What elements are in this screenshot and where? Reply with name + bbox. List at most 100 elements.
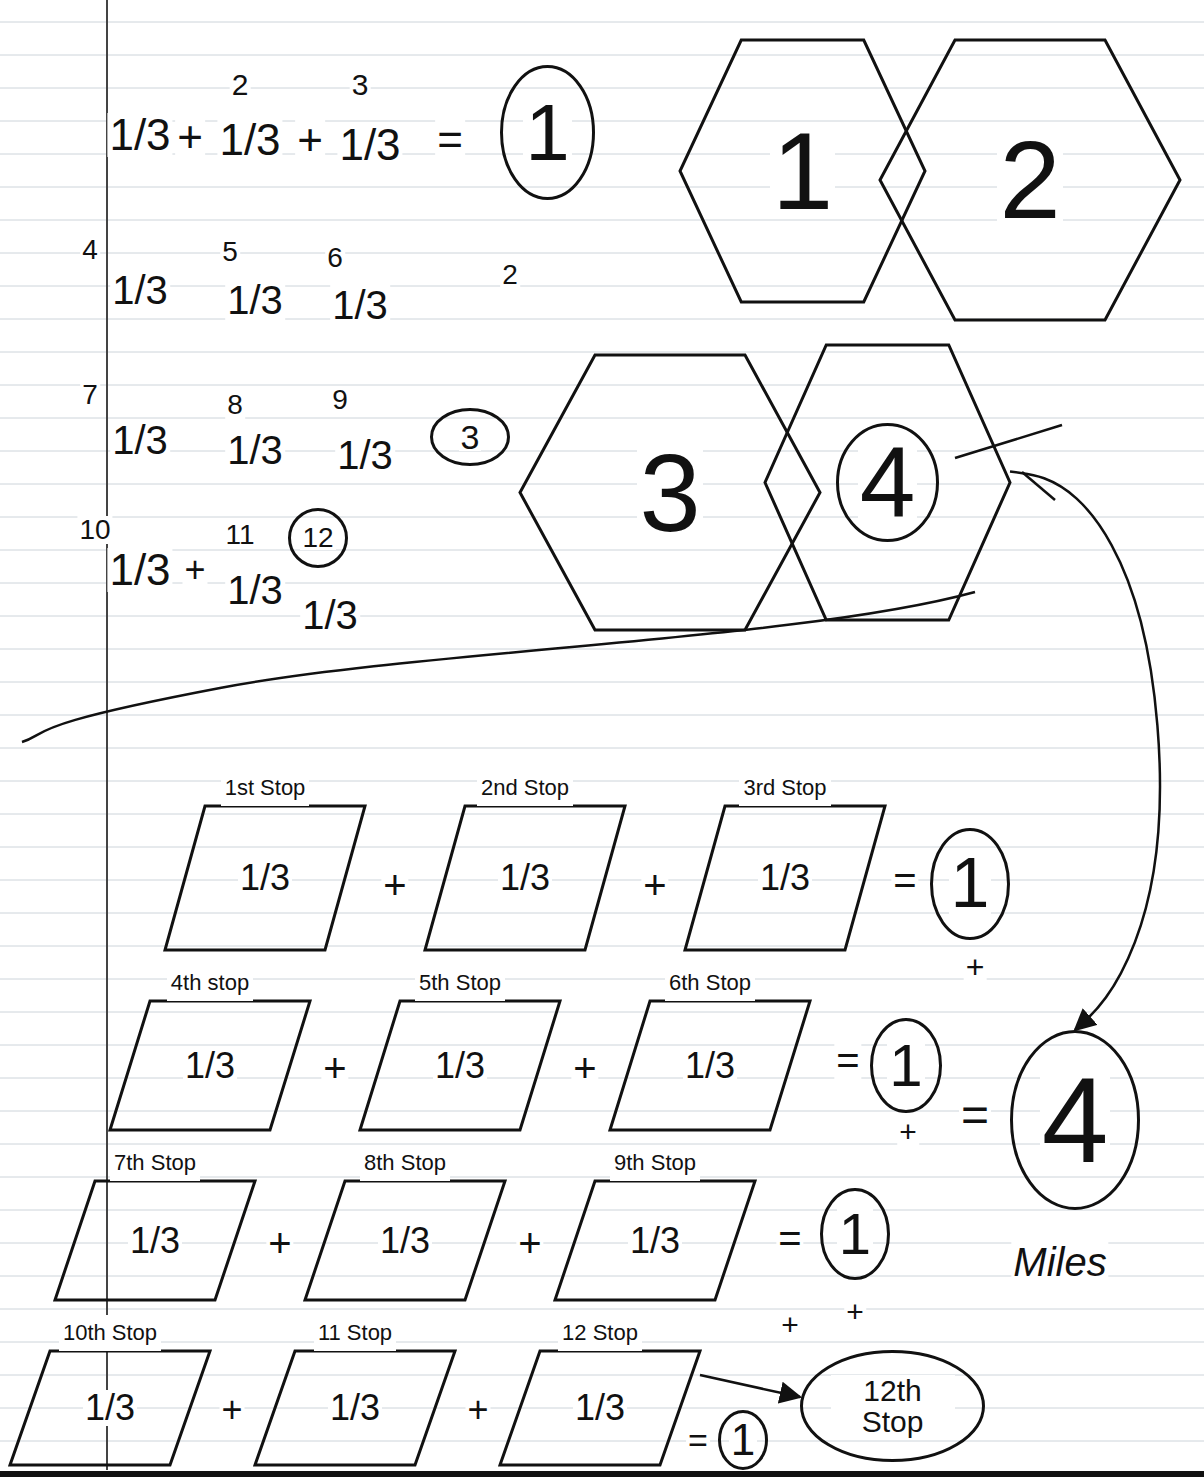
paper-rule xyxy=(0,253,1204,254)
paper-rule xyxy=(0,385,1204,386)
paper-rule xyxy=(0,1045,1204,1046)
parallelogram-border xyxy=(110,1001,310,1130)
ellipse-border xyxy=(720,1412,767,1469)
connector-arrow xyxy=(700,1375,800,1397)
step-number: 8 xyxy=(225,391,245,419)
paper-rules xyxy=(0,22,1204,1441)
stop-box: 9th Stop1/3 xyxy=(555,1145,755,1300)
stop-heading: 7th Stop xyxy=(110,1145,200,1181)
paper-rule xyxy=(0,1309,1204,1310)
parallelogram-border xyxy=(685,806,885,950)
fraction: 1/3 xyxy=(225,430,285,470)
circled-step: 12 xyxy=(288,508,348,568)
circled-sum: 1 xyxy=(500,65,595,200)
paper-rule xyxy=(0,847,1204,848)
plus-sign: + xyxy=(516,1223,543,1263)
parallelogram-border xyxy=(425,806,625,950)
unit-label: Miles xyxy=(1011,1242,1108,1282)
margin-line xyxy=(106,0,108,1470)
fraction: 1/3 xyxy=(128,1223,182,1259)
plus-sign: + xyxy=(641,865,668,905)
equals-sign: = xyxy=(891,860,918,900)
circled-sum: 1 xyxy=(870,1018,942,1113)
fraction: 1/3 xyxy=(238,860,292,896)
fraction: 1/3 xyxy=(573,1390,627,1426)
stop-box: 5th Stop1/3 xyxy=(360,965,560,1130)
fraction: 1/3 xyxy=(217,118,282,162)
paper-rule xyxy=(0,946,1204,947)
stop-box: 4th stop1/3 xyxy=(110,965,310,1130)
plus-sign: + xyxy=(381,865,408,905)
plus-sign: + xyxy=(182,552,207,588)
result-number: 2 xyxy=(500,261,520,289)
hexagon-border xyxy=(880,40,1180,320)
fraction: 1/3 xyxy=(328,1390,382,1426)
stop-box: 12 Stop 1/3 xyxy=(500,1315,700,1465)
circled-number: 1 xyxy=(729,1421,757,1458)
paper-rule xyxy=(0,550,1204,551)
stop-box: 11 Stop1/3 xyxy=(255,1315,455,1465)
plus-sign: + xyxy=(897,1117,919,1147)
plus-sign: + xyxy=(219,1392,244,1428)
mile-hexagon: 1 xyxy=(680,40,925,302)
pointer-stroke xyxy=(955,425,1062,458)
fraction: 1/3 xyxy=(300,595,360,635)
circled-number: 1 xyxy=(887,1040,924,1091)
circled-total: 4 xyxy=(1010,1030,1140,1210)
number-ring xyxy=(838,425,938,541)
parallelogram-border xyxy=(165,806,365,950)
hexagon-border xyxy=(765,345,1010,620)
stop-heading: 12 Stop xyxy=(558,1315,642,1351)
plus-sign: + xyxy=(321,1048,348,1088)
paper-rule xyxy=(0,88,1204,89)
step-number: 10 xyxy=(77,516,112,544)
ellipse-border xyxy=(872,1020,941,1112)
plus-sign: + xyxy=(295,118,325,162)
parallelogram-border xyxy=(55,1181,255,1300)
fraction: 1/3 xyxy=(110,270,170,310)
fraction: 1/3 xyxy=(107,113,172,157)
paper-rule xyxy=(0,286,1204,287)
parallelogram-border xyxy=(555,1181,755,1300)
hexagon-number: 1 xyxy=(770,124,835,218)
paper-rule xyxy=(0,1111,1204,1112)
circled-number: 1 xyxy=(523,99,572,167)
equals-sign: = xyxy=(834,1040,861,1080)
paper-rule xyxy=(0,418,1204,419)
circled-number: 12 xyxy=(300,526,335,550)
hexagon-number: 4 xyxy=(858,440,918,525)
plus-sign: + xyxy=(964,951,987,983)
circled-number: 1 xyxy=(949,854,992,914)
paper-rule xyxy=(0,913,1204,914)
circled-sum: 3 xyxy=(430,408,510,466)
parallelogram-border xyxy=(360,1001,560,1130)
fraction: 1/3 xyxy=(378,1223,432,1259)
paper-rule xyxy=(0,1012,1204,1013)
stop-heading: 8th Stop xyxy=(360,1145,450,1181)
circled-sum: 1 xyxy=(820,1188,890,1280)
stop-box: 10th Stop1/3 xyxy=(10,1315,210,1465)
bracket-curve xyxy=(22,592,975,742)
paper-rule xyxy=(0,1210,1204,1211)
circled-sum: 1 xyxy=(930,828,1010,940)
parallelogram-border xyxy=(610,1001,810,1130)
step-number: 3 xyxy=(350,70,371,100)
parallelogram-border xyxy=(10,1351,210,1465)
paper-rule xyxy=(0,451,1204,452)
stop-box: 3rd Stop1/3 xyxy=(685,770,885,950)
fraction: 1/3 xyxy=(433,1048,487,1084)
circled-number: 4 xyxy=(1040,1069,1111,1171)
paper-rule xyxy=(0,781,1204,782)
plus-sign: + xyxy=(571,1048,598,1088)
step-number: 6 xyxy=(325,244,345,272)
parallelogram-border xyxy=(255,1351,455,1465)
equals-sign: = xyxy=(776,1218,803,1258)
paper-rule xyxy=(0,352,1204,353)
equals-sign: = xyxy=(686,1423,710,1457)
ellipse-border xyxy=(932,830,1009,939)
stop-box: 8th Stop 1/3 xyxy=(305,1145,505,1300)
fraction: 1/3 xyxy=(758,860,812,896)
paper-rule xyxy=(0,1375,1204,1376)
stop-heading: 6th Stop xyxy=(665,965,755,1001)
fraction: 1/3 xyxy=(225,280,285,320)
